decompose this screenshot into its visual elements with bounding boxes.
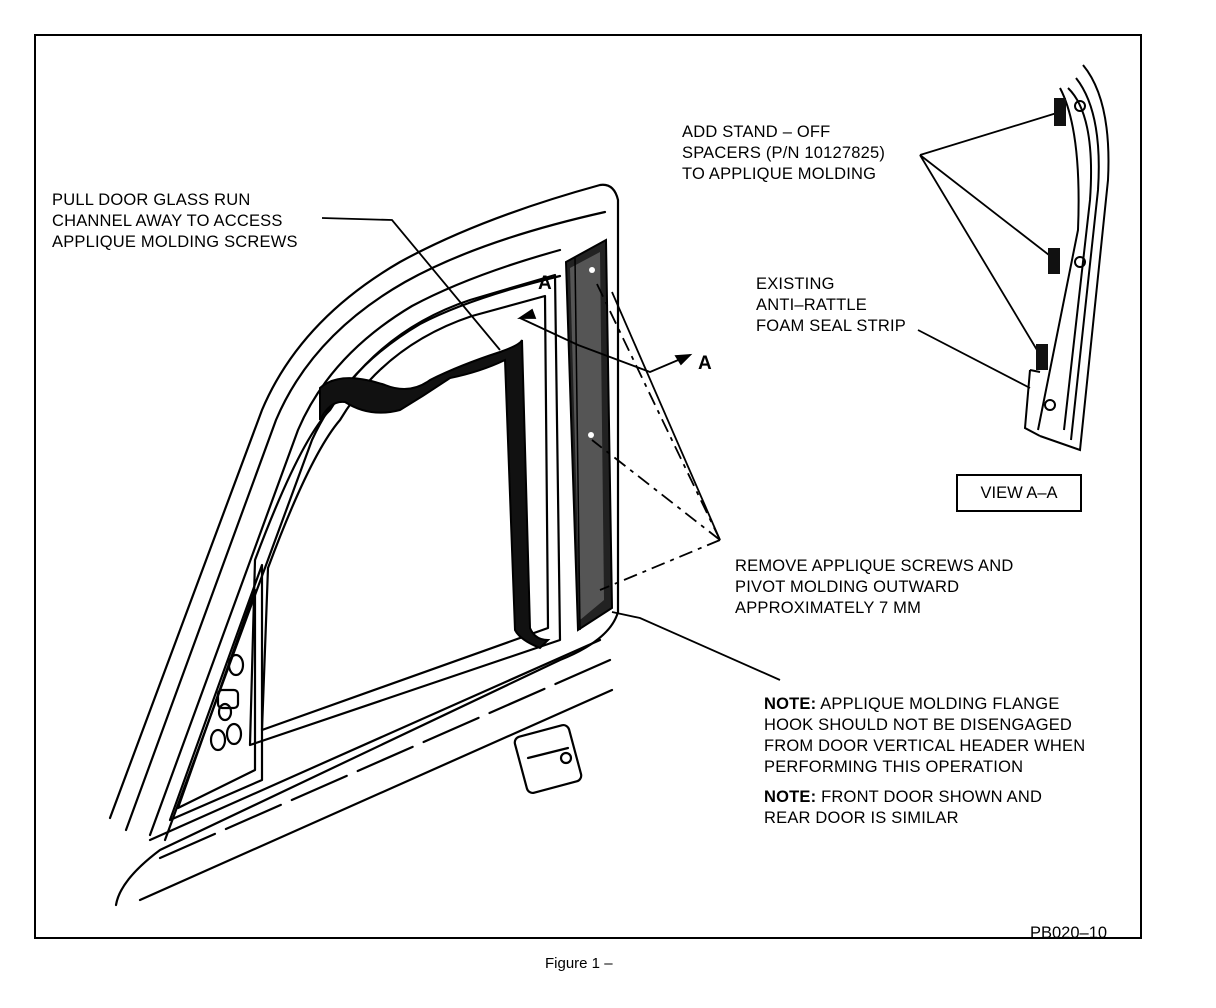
callout-line: PIVOT MOLDING OUTWARD [735, 578, 960, 596]
leader-standoff [919, 111, 1061, 156]
callout-line: EXISTING [756, 275, 835, 293]
door-frame-inner-1 [124, 210, 607, 832]
callout-line: ADD STAND – OFF [682, 123, 831, 141]
callout-line: FROM DOOR VERTICAL HEADER WHEN [764, 737, 1086, 755]
figure-code: PB020–10 [1030, 924, 1108, 942]
mirror-patch [168, 563, 264, 822]
door-frame-outer [108, 183, 620, 907]
view-a-a-label: VIEW A–A [956, 474, 1082, 512]
section-view-a-a [1023, 64, 1110, 452]
stand-off-spacers [1036, 98, 1066, 370]
callout-pull-channel: PULL DOOR GLASS RUN CHANNEL AWAY TO ACCE… [52, 190, 298, 253]
callout-line: REAR DOOR IS SIMILAR [764, 809, 959, 827]
callout-line: APPLIQUE MOLDING FLANGE [820, 695, 1060, 713]
section-marker-lower: A [698, 353, 712, 374]
belt-line [148, 638, 602, 842]
section-marker-upper: A [538, 273, 552, 294]
callout-foam-seal: EXISTING ANTI–RATTLE FOAM SEAL STRIP [756, 274, 906, 337]
leader-pull [321, 217, 501, 351]
glass-run-channel [319, 339, 551, 650]
callout-line: PERFORMING THIS OPERATION [764, 758, 1024, 776]
callout-line: TO APPLIQUE MOLDING [682, 165, 877, 183]
note-label: NOTE: [764, 788, 817, 806]
mirror-patch-inner [176, 588, 257, 810]
callout-line: REMOVE APPLIQUE SCREWS AND [735, 557, 1014, 575]
callout-line: SPACERS (P/N 10127825) [682, 144, 886, 162]
callout-line: ANTI–RATTLE [756, 296, 867, 314]
callout-line: APPROXIMATELY 7 MM [735, 599, 922, 617]
door-frame-inner-2 [148, 248, 562, 837]
leader-remove [595, 281, 721, 541]
callout-line: APPLIQUE MOLDING SCREWS [52, 233, 298, 251]
callout-line: PULL DOOR GLASS RUN [52, 191, 251, 209]
callout-remove-screws: REMOVE APPLIQUE SCREWS AND PIVOT MOLDING… [735, 556, 1013, 619]
callout-line: FOAM SEAL STRIP [756, 317, 907, 335]
leader-note [611, 611, 781, 681]
callout-line: CHANNEL AWAY TO ACCESS [52, 212, 283, 230]
callout-stand-off: ADD STAND – OFF SPACERS (P/N 10127825) T… [682, 122, 885, 185]
figure-frame [34, 34, 1142, 939]
note-label: NOTE: [764, 695, 817, 713]
callout-line: HOOK SHOULD NOT BE DISENGAGED [764, 716, 1073, 734]
leader-a-upper [519, 317, 691, 373]
note-front-door: NOTE: FRONT DOOR SHOWN AND REAR DOOR IS … [764, 787, 1042, 829]
figure-caption: Figure 1 – [545, 955, 613, 972]
note-flange: NOTE: APPLIQUE MOLDING FLANGE HOOK SHOUL… [764, 694, 1085, 778]
callout-line: FRONT DOOR SHOWN AND [821, 788, 1043, 806]
leader-foam [917, 329, 1031, 389]
door-handle [513, 723, 583, 795]
mirror-bolt [216, 688, 240, 710]
